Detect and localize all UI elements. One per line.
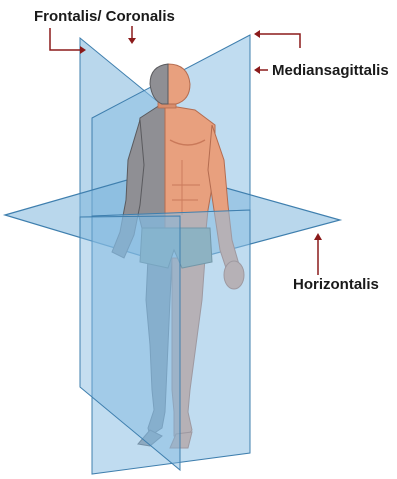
median-arrow-1: [260, 34, 300, 48]
frontal-arrow-1: [50, 28, 80, 50]
median-arrowhead-1: [254, 30, 260, 38]
frontal-arrowhead-2: [128, 38, 136, 44]
median-arrowhead-2: [254, 66, 260, 74]
frontal-label: Frontalis/ Coronalis: [34, 8, 175, 25]
horizontal-arrowhead: [314, 233, 322, 240]
horizontal-label: Horizontalis: [293, 276, 379, 293]
median-label: Mediansagittalis: [272, 62, 389, 79]
